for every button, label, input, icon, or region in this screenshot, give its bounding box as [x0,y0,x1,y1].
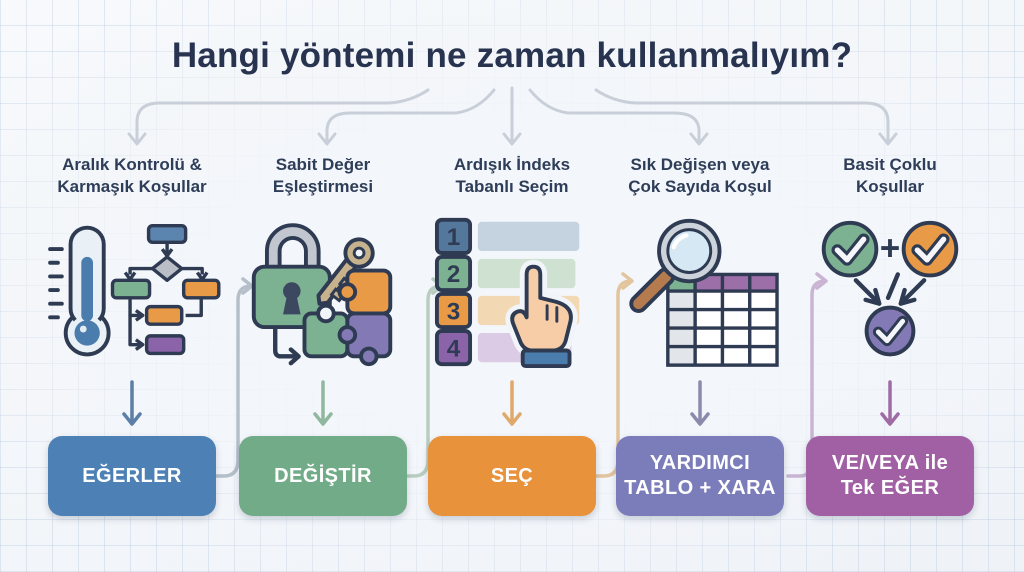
column-header: Basit Çoklu Koşullar [843,154,937,202]
icon-area [616,206,784,378]
header-line: Sabit Değer [275,155,371,174]
icon-area: + [806,206,974,378]
header-line: Basit Çoklu [843,155,937,174]
check-circles-merge-icon: + [821,220,959,357]
column-lookup-table: Sık Değişen veya Çok Sayıda Koşul [605,154,795,516]
icon-area [43,206,221,378]
column-header: Sık Değişen veya Çok Sayıda Koşul [628,154,772,202]
header-line: Çok Sayıda Koşul [628,177,772,197]
plus-sign: + [880,229,901,268]
button-label: Tek EĞER [840,477,940,499]
list-number: 2 [447,261,461,288]
down-arrow-icon [690,380,710,426]
header-line: Koşullar [855,177,925,197]
icon-area: 1 2 3 4 [428,206,596,378]
magnifier-table-icon [629,218,779,367]
header-line: Karmaşık Koşullar [57,177,207,197]
flowchart-icon [110,223,221,356]
puzzle-icon [302,268,393,367]
purple-check-icon [864,305,916,357]
orange-check-icon [901,220,959,278]
button-label: TABLO + XARA [624,477,776,499]
list-number: 4 [447,335,461,362]
down-arrow-icon [122,380,142,426]
column-header: Ardışık İndeks Tabanlı Seçim [454,154,570,202]
thermometer-icon [48,225,111,357]
list-number: 1 [447,224,461,251]
page-title: Hangi yöntemi ne zaman kullanmalıyım? [171,36,853,75]
table-icon [666,272,779,367]
pointing-hand-icon [505,259,578,369]
result-button-ve-veya: VE/VEYA ile Tek EĞER [806,436,974,516]
header-line: Eşleştirmesi [272,177,374,197]
button-label: SEÇ [490,464,534,487]
merge-arrows-icon [853,272,927,306]
thermometer-flowchart-icon [48,223,221,357]
top-branch-connectors [127,86,898,146]
list-number: 3 [447,298,461,325]
magnifier-icon [629,218,722,313]
column-header: Aralık Kontrolü & Karmaşık Koşullar [57,154,206,202]
icon-area [239,206,407,378]
column-simple-multi: Basit Çoklu Koşullar + [795,154,985,516]
button-label: DEĞİŞTİR [274,464,372,487]
result-button-egerler: EĞERLER [48,436,216,516]
button-label: YARDIMCI [649,452,751,474]
column-header: Sabit Değer Eşleştirmesi [273,154,373,202]
column-index-selection: Ardışık İndeks Tabanlı Seçim 1 2 3 4 [417,154,607,516]
numbered-list-hand-icon: 1 2 3 4 [434,217,580,369]
lock-key-puzzle-icon [251,223,393,367]
column-range-control: Aralık Kontrolü & Karmaşık Koşullar [37,154,227,516]
button-label: VE/VEYA ile [831,452,949,474]
result-button-yardimci-tablo: YARDIMCI TABLO + XARA [616,436,784,516]
down-arrow-icon [313,380,333,426]
header-line: Ardışık İndeks [453,155,571,174]
down-arrow-icon [502,380,522,426]
result-button-sec: SEÇ [428,436,596,516]
header-line: Sık Değişen veya [630,155,770,174]
elbow-arrow-icon [273,326,301,366]
header-line: Tabanlı Seçim [455,177,569,197]
header-line: Aralık Kontrolü & [62,155,202,174]
down-arrow-icon [880,380,900,426]
column-fixed-value: Sabit Değer Eşleştirmesi [228,154,418,516]
result-button-degistir: DEĞİŞTİR [239,436,407,516]
green-check-icon [821,220,879,278]
button-label: EĞERLER [82,464,182,487]
